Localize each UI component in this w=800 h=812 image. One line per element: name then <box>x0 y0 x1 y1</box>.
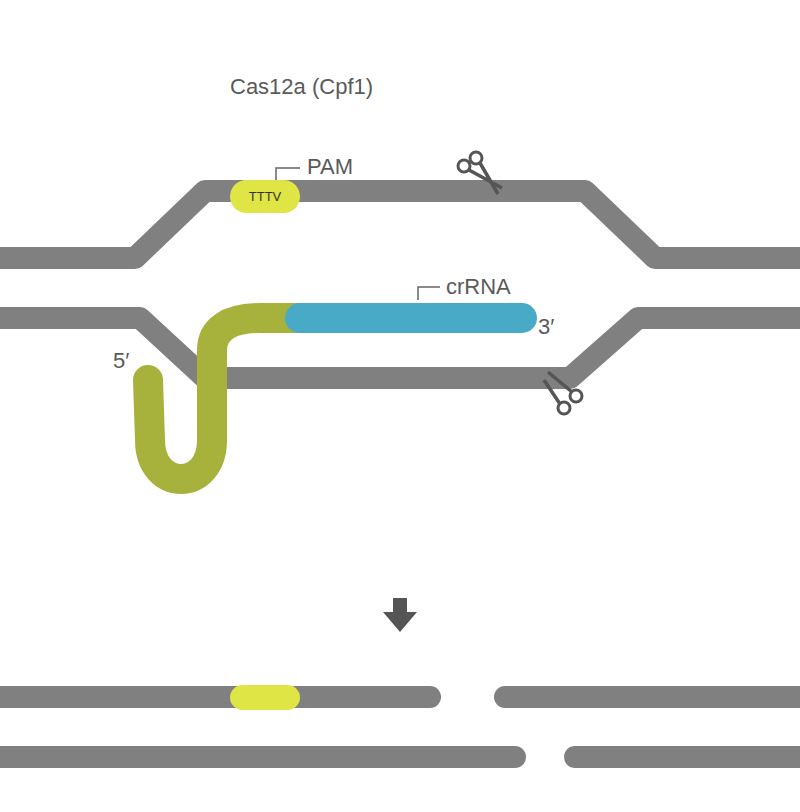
crrna-leader <box>418 287 440 300</box>
pam-cut-marker <box>230 685 300 710</box>
end-label: 5′ <box>113 350 129 372</box>
cut-dna <box>0 697 800 757</box>
protein-outline <box>40 40 780 590</box>
protein-shape <box>48 45 762 583</box>
dna-strands <box>0 191 800 378</box>
scissors-bottom <box>544 372 582 414</box>
crrna-repeat <box>148 318 305 479</box>
callout-label: PAM <box>307 156 353 178</box>
sequence-text: TTTV <box>249 189 282 204</box>
cas12a-protein: Cas12a (Cpf1) TTTV <box>40 40 780 590</box>
protein-name: Cas12a (Cpf1) <box>230 74 373 100</box>
pam-site: TTTV <box>230 180 300 213</box>
dna-top-strand <box>0 191 800 258</box>
down-arrow <box>383 598 417 632</box>
end-label: 3′ <box>538 316 554 338</box>
dna-bottom-strand <box>0 318 800 378</box>
crrna-spacer <box>300 303 522 333</box>
scissors-top <box>458 152 502 194</box>
callout-label: crRNA <box>446 276 511 298</box>
